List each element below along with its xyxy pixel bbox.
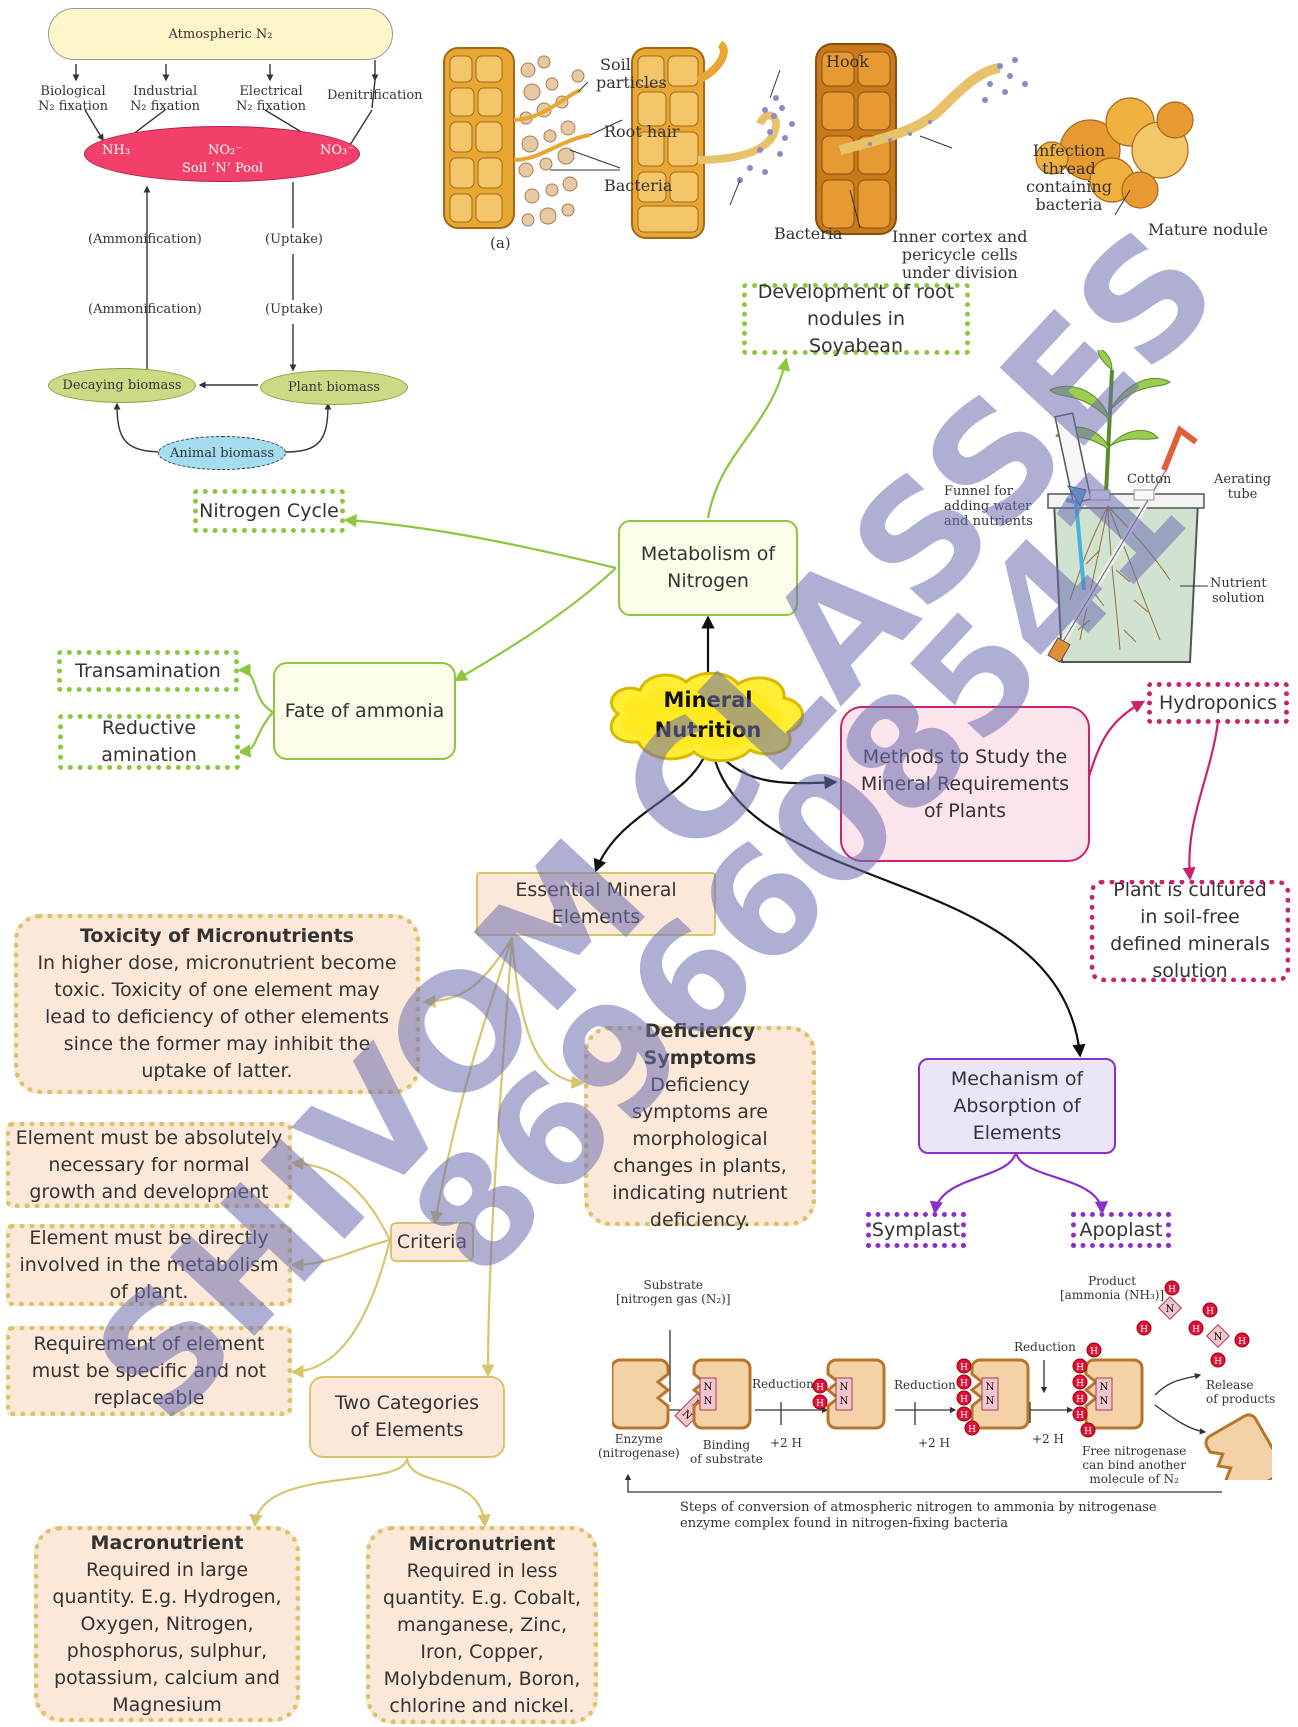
edge-metabolism-cycle xyxy=(343,514,617,570)
bacteria-label-2: Bacteria xyxy=(774,224,843,243)
substrate-label: Substrate[nitrogen gas (N₂)] xyxy=(616,1278,731,1306)
svg-text:N: N xyxy=(1214,1332,1223,1343)
edge-fate-reductive xyxy=(237,711,274,758)
nitrogenase-caption: Steps of conversion of atmospheric nitro… xyxy=(680,1500,1157,1531)
root-hair-label: Root hair xyxy=(604,122,680,141)
edge-mechanism-apoplast xyxy=(1014,1151,1108,1215)
enzyme-label: Enzyme(nitrogenase) xyxy=(598,1432,680,1460)
reductive-amination-node: Reductive amination xyxy=(58,714,240,770)
no2-label: NO₂⁻ xyxy=(208,143,243,158)
transamination-node: Transamination xyxy=(57,650,239,692)
hook-label: Hook xyxy=(826,52,869,71)
nitrogen-cycle-node: Nitrogen Cycle xyxy=(193,489,345,533)
edge-essential-categories xyxy=(481,937,514,1378)
edge-center-mechanism xyxy=(710,747,1086,1058)
cotton-label: Cotton xyxy=(1127,472,1172,487)
hydroponics-desc-node: Plant is cultured in soil-free defined m… xyxy=(1090,879,1290,982)
edge-criteria-item3 xyxy=(290,1239,392,1379)
plus2h-label-3: +2 H xyxy=(1032,1432,1064,1446)
criteria-node: Criteria xyxy=(390,1222,474,1262)
central-cloud xyxy=(609,671,804,762)
edge-methods-hydroponics xyxy=(1086,700,1146,781)
macronutrient-node: Macronutrient Required in large quantity… xyxy=(34,1526,300,1722)
deficiency-node: Deficiency Symptoms Deficiency symptoms … xyxy=(584,1020,816,1231)
uptake-label-2: (Uptake) xyxy=(265,302,323,317)
nitrogenase-illustration: NN H N N xyxy=(612,1280,1272,1480)
criteria-item-1: Element must be absolutely necessary for… xyxy=(6,1122,292,1208)
essential-elements-node: Essential Mineral Elements xyxy=(476,872,716,936)
product-label: Product[ammonia (NH₃)] xyxy=(1060,1274,1165,1302)
edge-criteria-item2 xyxy=(290,1238,391,1272)
decaying-biomass-node: Decaying biomass xyxy=(48,368,196,403)
plus2h-label-2: +2 H xyxy=(918,1436,950,1450)
no3-label: NO₃⁻ xyxy=(320,143,355,158)
animal-biomass-node: Animal biomass xyxy=(158,436,286,470)
hydroponics-node: Hydroponics xyxy=(1147,682,1289,724)
hydroponics-illustration xyxy=(1047,350,1205,663)
edge-essential-toxicity xyxy=(422,937,513,1008)
edge-center-essential xyxy=(593,747,710,873)
edge-categories-macro xyxy=(249,1457,409,1528)
mechanism-node: Mechanism of Absorption of Elements xyxy=(918,1058,1116,1154)
panel-a-label: (a) xyxy=(490,234,511,252)
ammonification-label-1: (Ammonification) xyxy=(88,232,202,247)
edge-hydroponics-desc xyxy=(1182,721,1220,881)
micronutrient-node: Micronutrient Required in less quantity.… xyxy=(366,1526,598,1724)
toxicity-node: Toxicity of Micronutrients In higher dos… xyxy=(14,914,420,1094)
edge-essential-deficiency xyxy=(510,937,585,1089)
criteria-item-3: Requirement of element must be specific … xyxy=(6,1326,292,1416)
ammonification-label-2: (Ammonification) xyxy=(88,302,202,317)
reduction-label-2: Reduction xyxy=(894,1378,956,1392)
atmospheric-n2-box: Atmospheric N₂ xyxy=(48,8,393,60)
soil-n-pool xyxy=(84,126,360,182)
reduction-label-1: Reduction xyxy=(752,1377,814,1391)
edge-metabolism-fate xyxy=(453,567,617,682)
root-nodule-illustration xyxy=(443,40,1194,239)
soil-pool-label: Soil ‘N’ Pool xyxy=(182,161,263,176)
atmospheric-n2-label: Atmospheric N₂ xyxy=(168,26,273,42)
edge-metabolism-nodule xyxy=(706,357,791,519)
apoplast-node: Apoplast xyxy=(1071,1212,1171,1248)
edge-fate-transamination xyxy=(237,663,274,713)
nh3-label: NH₃ xyxy=(102,143,130,158)
edge-essential-criteria xyxy=(430,937,514,1225)
plus2h-label-1: +2 H xyxy=(770,1436,802,1450)
svg-text:N: N xyxy=(1166,1304,1175,1315)
root-nodule-node: Development of root nodules in Soyabean xyxy=(742,281,970,357)
uptake-label-1: (Uptake) xyxy=(265,232,323,247)
criteria-item-2: Element must be directly involved in the… xyxy=(6,1224,292,1306)
mature-nodule-label: Mature nodule xyxy=(1148,220,1268,239)
edge-categories-micro xyxy=(405,1457,491,1528)
metabolism-node: Metabolism of Nitrogen xyxy=(618,520,798,616)
edge-criteria-item1 xyxy=(290,1156,391,1241)
symplast-node: Symplast xyxy=(866,1212,966,1248)
bacteria-label: Bacteria xyxy=(604,176,673,195)
reduction-label-3: Reduction xyxy=(1014,1340,1076,1354)
two-categories-node: Two Categories of Elements xyxy=(309,1376,505,1458)
plant-biomass-node: Plant biomass xyxy=(260,370,408,405)
denitrification-label: Denitrification xyxy=(327,88,423,103)
methods-node: Methods to Study the Mineral Requirement… xyxy=(840,706,1090,862)
fate-ammonia-node: Fate of ammonia xyxy=(273,662,456,760)
edge-mechanism-symplast xyxy=(929,1151,1018,1215)
